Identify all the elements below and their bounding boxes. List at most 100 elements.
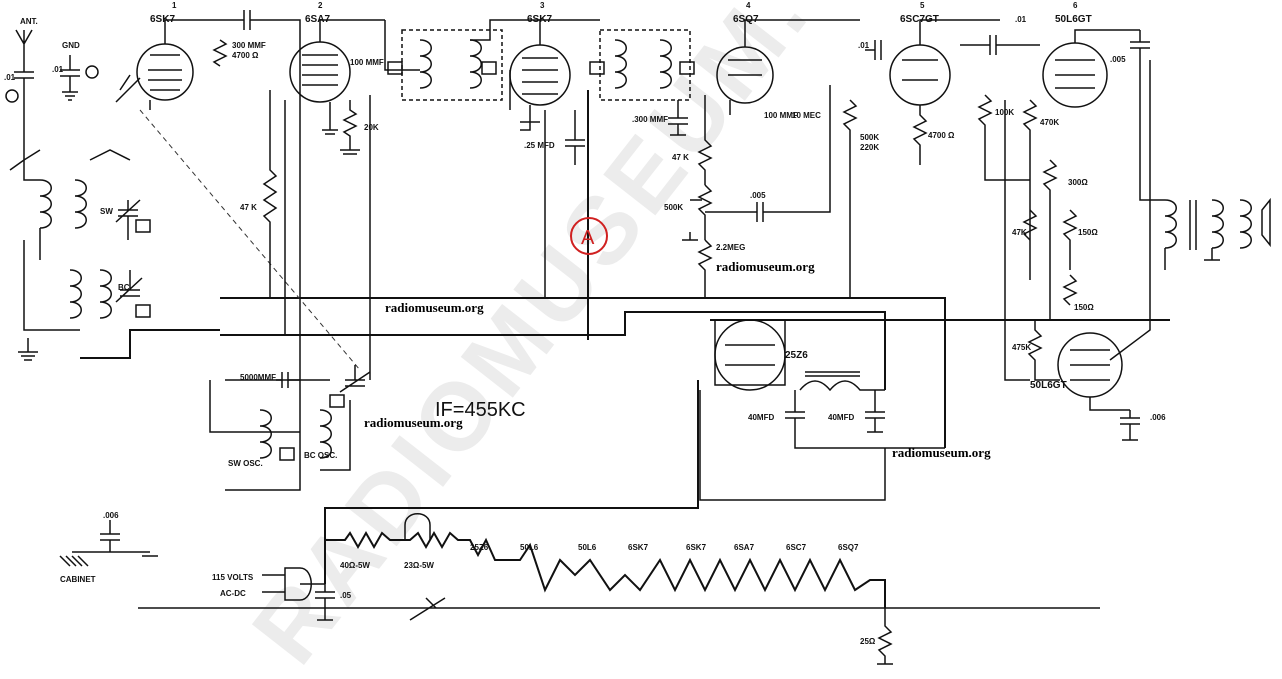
tube-4-6sq7 <box>716 19 860 115</box>
ant-label: ANT. <box>20 17 38 26</box>
c-006b-label: .006 <box>1150 413 1166 422</box>
r-4700b-label: 4700 Ω <box>928 131 955 140</box>
oscillator-coils <box>209 365 371 491</box>
r-4700-label: 4700 Ω <box>232 51 259 60</box>
sw-label: SW <box>100 207 113 216</box>
c-300-label: 300 MMF <box>232 41 266 50</box>
big-watermark: RADIOMUSEUM.ORG <box>232 0 976 674</box>
fil-6sk7-a: 6SK7 <box>628 543 649 552</box>
watermark-3: radiomuseum.org <box>364 415 463 430</box>
c-01b-label: .01 <box>858 41 870 50</box>
c-100mmf-b-label: 100 MMF <box>764 111 798 120</box>
tube-9-25z6 <box>714 319 786 391</box>
c-005b-label: .005 <box>1110 55 1126 64</box>
r-22meg-label: 2.2MEG <box>716 243 745 252</box>
bc-osc-label: BC OSC. <box>304 451 337 460</box>
tube-1-number: 1 <box>172 1 177 10</box>
c-10mec-label: 10 MEC <box>792 111 821 120</box>
tube-2-number: 2 <box>318 1 323 10</box>
fil-6sq7: 6SQ7 <box>838 543 859 552</box>
ground-terminal <box>60 55 99 101</box>
c-40a <box>785 390 945 449</box>
gang-link <box>139 109 361 371</box>
r-500k-b <box>842 99 858 298</box>
power-plug <box>262 567 325 601</box>
c-05 <box>315 584 335 621</box>
fil-50l6-a: 50L6 <box>520 543 539 552</box>
band-switch <box>9 149 131 171</box>
r-475k <box>1027 320 1060 381</box>
tube-1-6sk7 <box>136 19 240 110</box>
tube-7-name: 50L6GT <box>1030 380 1067 391</box>
r-47k-c-label: 47K <box>1012 228 1027 237</box>
tube-3-name: 6SK7 <box>527 14 552 25</box>
r-25-label: 25Ω <box>860 637 876 646</box>
heater-string <box>324 380 886 608</box>
c-01b <box>865 40 882 60</box>
tube-5-name: 6SC7GT <box>900 14 939 25</box>
b-plus-return <box>299 95 886 501</box>
r-4700b <box>912 105 928 165</box>
sw-antenna-coil <box>23 160 87 229</box>
c-40b-label: 40MFD <box>828 413 854 422</box>
c-5000-label: 5000MMF <box>240 373 276 382</box>
r-220k-label: 220K <box>860 143 879 152</box>
b-minus-bus <box>80 329 220 359</box>
r-150a-label: 150Ω <box>1078 228 1098 237</box>
r-47k-c <box>1022 209 1038 241</box>
r-4700 <box>212 39 228 67</box>
watermark-2: radiomuseum.org <box>385 300 484 315</box>
bc-antenna-coil <box>23 228 112 331</box>
pilot-lamp <box>404 513 431 540</box>
fil-50l6-b: 50L6 <box>578 543 597 552</box>
pot-500k-label: 500K <box>664 203 683 212</box>
c-006b <box>1120 410 1140 441</box>
c-25mfd-label: .25 MFD <box>524 141 555 150</box>
tube-6-number: 6 <box>1073 1 1078 10</box>
if-frequency-label: IF=455KC <box>435 399 526 421</box>
agc-wire <box>284 60 1151 381</box>
mains-type-label: AC-DC <box>220 589 246 598</box>
c-ant-label: .01 <box>4 73 16 82</box>
c-25mfd <box>565 110 585 165</box>
tube-9-name: 25Z6 <box>785 350 808 361</box>
fil-25z6: 25Z6 <box>470 543 489 552</box>
ground-symbol-left <box>18 338 38 361</box>
tube-3-6sk7 <box>509 19 600 131</box>
if-transformer-1 <box>384 19 540 101</box>
r-23-label: 23Ω-5W <box>404 561 434 570</box>
rf-grid-cap <box>115 74 141 103</box>
r-500k-b-label: 500K <box>860 133 879 142</box>
r-47k-left <box>262 90 278 298</box>
r-20k-label: 20K <box>364 123 379 132</box>
c-300mmf-det <box>668 100 688 136</box>
tube-5-number: 5 <box>920 1 925 10</box>
tube-2-6sa7 <box>289 19 385 103</box>
r-40-label: 40Ω-5W <box>340 561 370 570</box>
c-40a-label: 40MFD <box>748 413 774 422</box>
antenna-symbol <box>5 29 34 160</box>
gnd-label: GND <box>62 41 80 50</box>
c-005a <box>705 85 831 222</box>
tube-4-name: 6SQ7 <box>733 14 759 25</box>
r-100k <box>977 94 1030 181</box>
watermark-4: radiomuseum.org <box>892 445 991 460</box>
r-20k <box>340 100 360 155</box>
c-006a-label: .006 <box>103 511 119 520</box>
tube-2-name: 6SA7 <box>305 14 330 25</box>
test-point-a-circle <box>570 217 608 255</box>
output-transformer <box>1139 60 1252 270</box>
c-01c-label: .01 <box>1015 15 1027 24</box>
avc-bus <box>220 311 886 390</box>
r-475k-label: 475K <box>1012 343 1031 352</box>
if-transformer-2 <box>589 29 695 101</box>
c-05-label: .05 <box>340 591 352 600</box>
tube-5-6sc7gt <box>889 19 1000 106</box>
c-005a-label: .005 <box>750 191 766 200</box>
tube-1-name: 6SK7 <box>150 14 175 25</box>
c-300mmf-label: .300 MMF <box>632 115 668 124</box>
c-01c <box>960 35 1040 55</box>
r-150a <box>1062 209 1078 270</box>
c-300mmf <box>240 10 301 300</box>
